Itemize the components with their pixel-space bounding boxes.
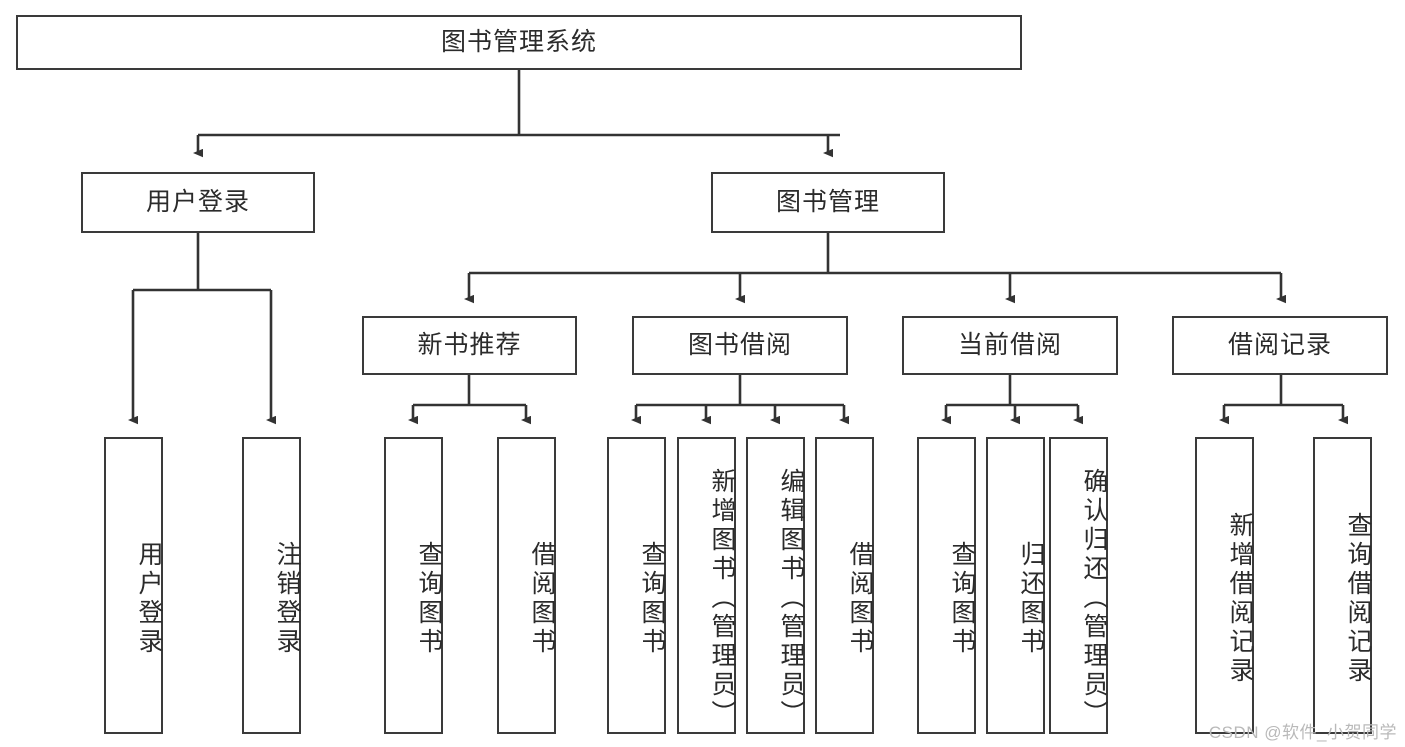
node-leaf-edit-book-admin[interactable]: 编辑图书（管理员） bbox=[746, 437, 805, 734]
node-label: 用户登录 bbox=[135, 540, 163, 657]
node-borrow-record[interactable]: 借阅记录 bbox=[1172, 316, 1388, 375]
node-label: 借阅图书 bbox=[846, 540, 874, 657]
node-user-login[interactable]: 用户登录 bbox=[81, 172, 315, 233]
node-book-borrow[interactable]: 图书借阅 bbox=[632, 316, 848, 375]
node-leaf-query-book-1[interactable]: 查询图书 bbox=[384, 437, 443, 734]
node-leaf-borrow-book-1[interactable]: 借阅图书 bbox=[497, 437, 556, 734]
node-leaf-query-book-3[interactable]: 查询图书 bbox=[917, 437, 976, 734]
node-root-system[interactable]: 图书管理系统 bbox=[16, 15, 1022, 70]
node-leaf-borrow-book-2[interactable]: 借阅图书 bbox=[815, 437, 874, 734]
node-leaf-query-borrow-record[interactable]: 查询借阅记录 bbox=[1313, 437, 1372, 734]
node-label: 归还图书 bbox=[1017, 540, 1045, 657]
node-label: 注销登录 bbox=[273, 540, 301, 657]
node-leaf-add-book-admin[interactable]: 新增图书（管理员） bbox=[677, 437, 736, 734]
node-label: 查询图书 bbox=[948, 540, 976, 657]
node-label: 图书借阅 bbox=[687, 331, 792, 359]
csdn-watermark: CSDN @软件_小贺同学 bbox=[1208, 723, 1397, 742]
node-label: 图书管理 bbox=[775, 188, 880, 216]
node-leaf-return-book[interactable]: 归还图书 bbox=[986, 437, 1045, 734]
node-leaf-query-book-2[interactable]: 查询图书 bbox=[607, 437, 666, 734]
node-leaf-add-borrow-record[interactable]: 新增借阅记录 bbox=[1195, 437, 1254, 734]
node-label: 图书管理系统 bbox=[440, 28, 597, 56]
node-label: 新书推荐 bbox=[417, 331, 522, 359]
node-label: 借阅图书 bbox=[528, 540, 556, 657]
node-leaf-user-login[interactable]: 用户登录 bbox=[104, 437, 163, 734]
node-label: 确认归还（管理员） bbox=[1080, 468, 1108, 729]
node-label: 新增借阅记录 bbox=[1226, 511, 1254, 686]
node-book-management[interactable]: 图书管理 bbox=[711, 172, 945, 233]
node-label: 借阅记录 bbox=[1227, 331, 1332, 359]
node-leaf-logout-login[interactable]: 注销登录 bbox=[242, 437, 301, 734]
node-label: 查询图书 bbox=[638, 540, 666, 657]
node-label: 新增图书（管理员） bbox=[708, 468, 736, 729]
node-label: 查询借阅记录 bbox=[1344, 511, 1372, 686]
node-label: 查询图书 bbox=[415, 540, 443, 657]
node-new-book-recommend[interactable]: 新书推荐 bbox=[362, 316, 577, 375]
node-leaf-confirm-return-admin[interactable]: 确认归还（管理员） bbox=[1049, 437, 1108, 734]
node-label: 编辑图书（管理员） bbox=[777, 468, 805, 729]
node-current-borrow[interactable]: 当前借阅 bbox=[902, 316, 1118, 375]
node-label: 当前借阅 bbox=[957, 331, 1062, 359]
node-label: 用户登录 bbox=[145, 188, 250, 216]
